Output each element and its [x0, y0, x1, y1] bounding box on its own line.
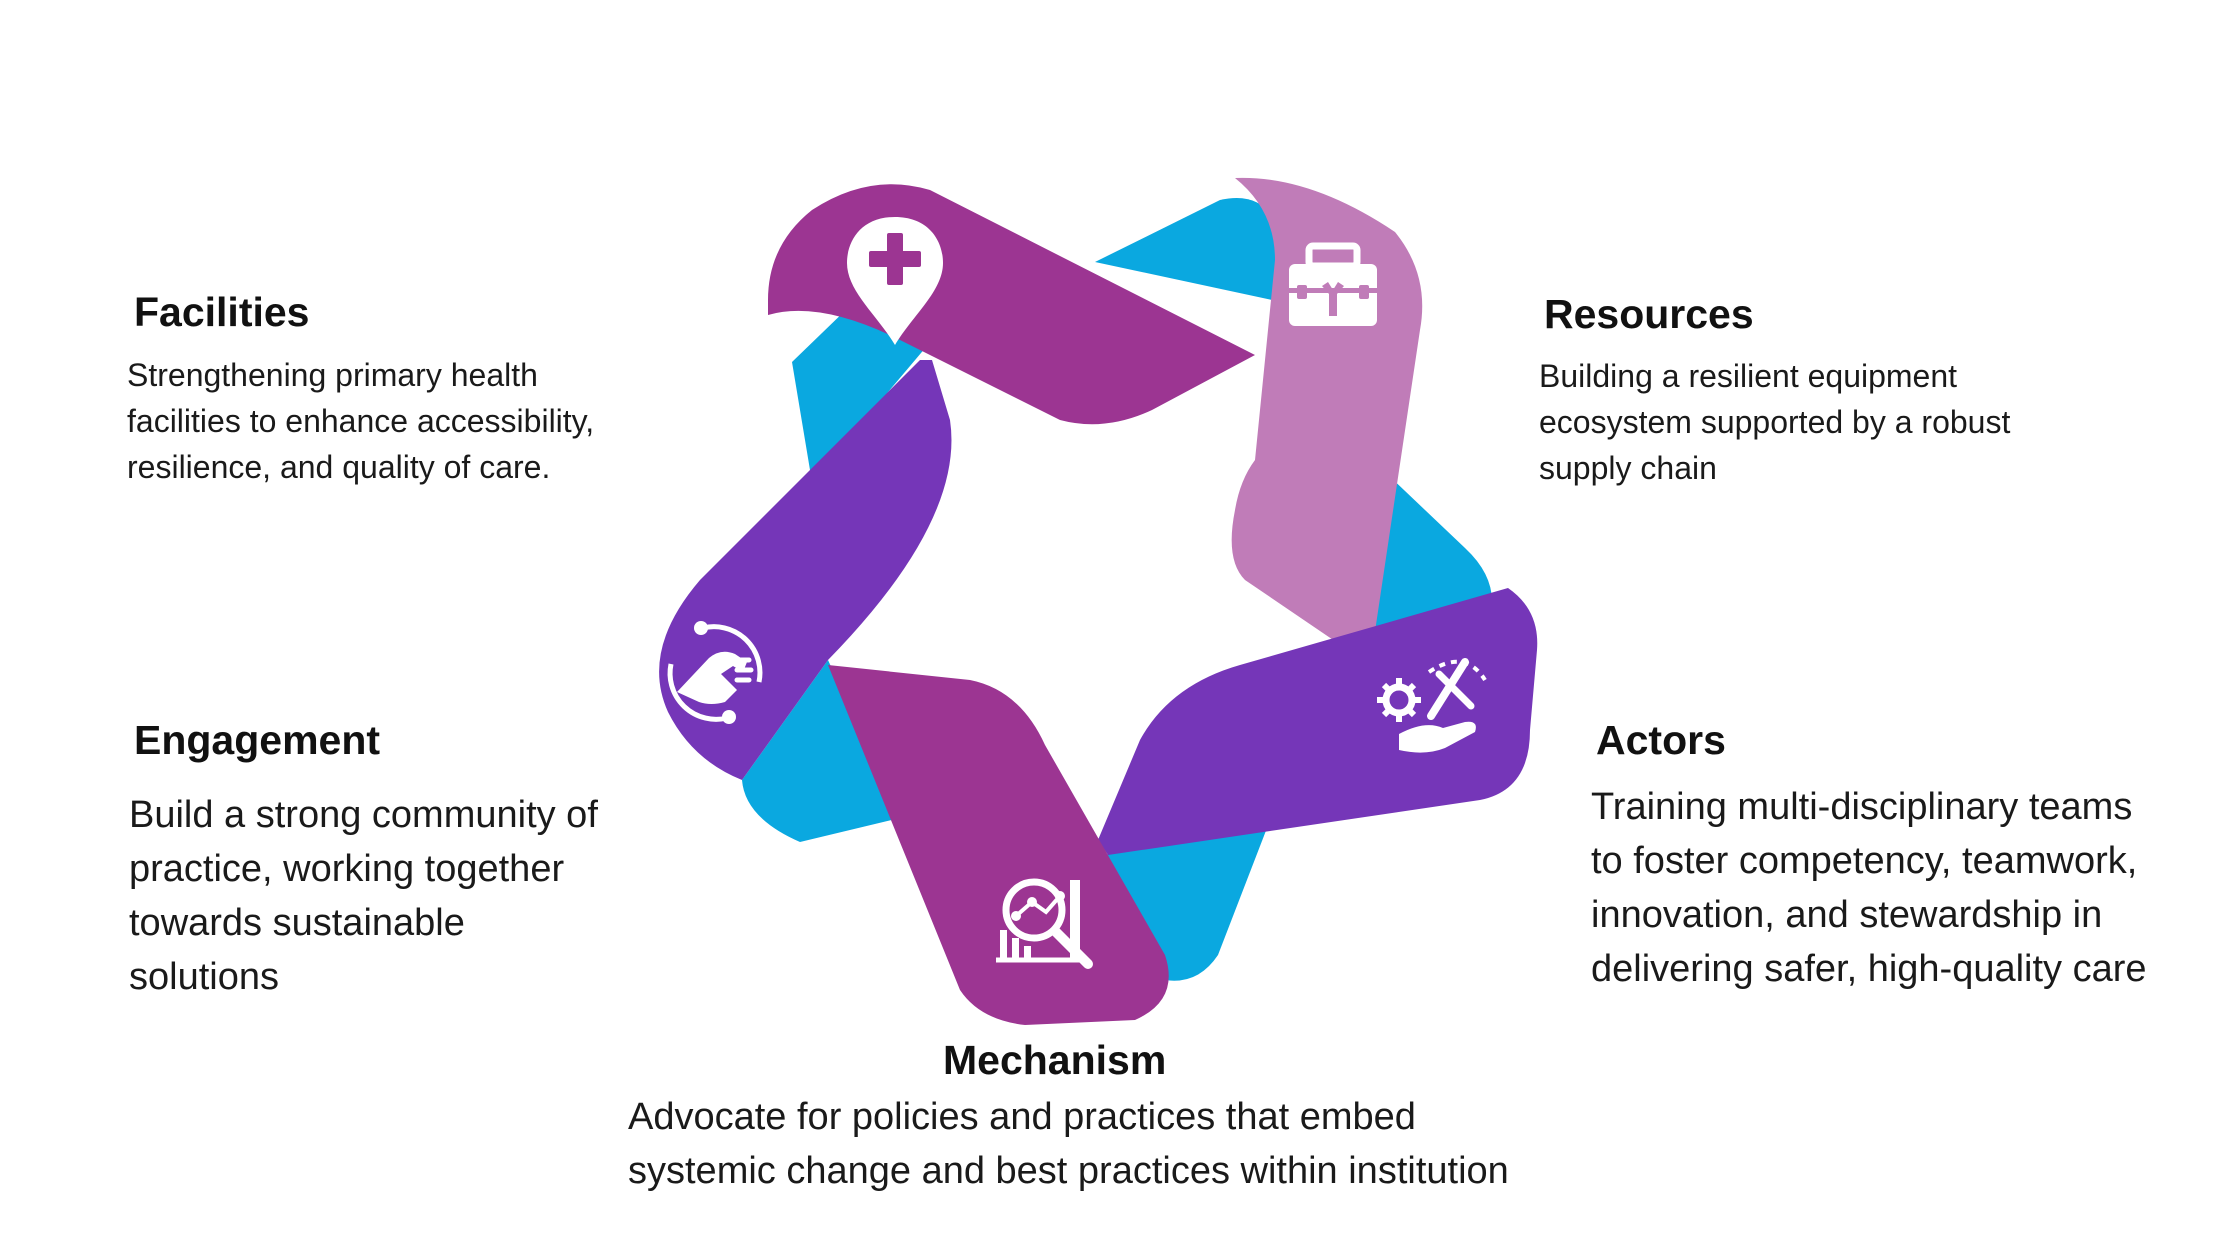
mechanism-title: Mechanism [943, 1037, 1167, 1083]
actors-title: Actors [1596, 717, 1726, 763]
handshake-icon [667, 621, 763, 724]
segment-mechanism [828, 665, 1169, 1025]
actors-block: Actors Training multi-disciplinary teams… [1591, 716, 2147, 996]
engagement-block: Engagement Build a strong community of p… [129, 716, 598, 1004]
engagement-description: Build a strong community of practice, wo… [129, 794, 598, 998]
mechanism-block: Mechanism Advocate for policies and prac… [628, 1036, 1628, 1198]
resources-title: Resources [1544, 291, 1754, 337]
health-location-pin-icon [847, 217, 943, 345]
toolbox-icon [1289, 242, 1377, 326]
analytics-magnifier-icon [996, 878, 1093, 969]
actors-description: Training multi-disciplinary teams to fos… [1591, 786, 2147, 990]
mechanism-description: Advocate for policies and practices that… [628, 1096, 1509, 1192]
resources-description: Building a resilient equipment ecosystem… [1539, 358, 2011, 486]
segment-actors [1098, 588, 1538, 855]
facilities-block: Facilities Strengthening primary health … [127, 288, 594, 490]
cyan-underlayer [742, 198, 1492, 981]
engagement-title: Engagement [134, 717, 381, 763]
facilities-description: Strengthening primary health facilities … [127, 357, 595, 485]
gear-tools-hand-icon [1377, 658, 1487, 753]
facilities-title: Facilities [134, 289, 310, 335]
segment-engagement [659, 360, 952, 780]
resources-block: Resources Building a resilient equipment… [1539, 290, 2010, 491]
